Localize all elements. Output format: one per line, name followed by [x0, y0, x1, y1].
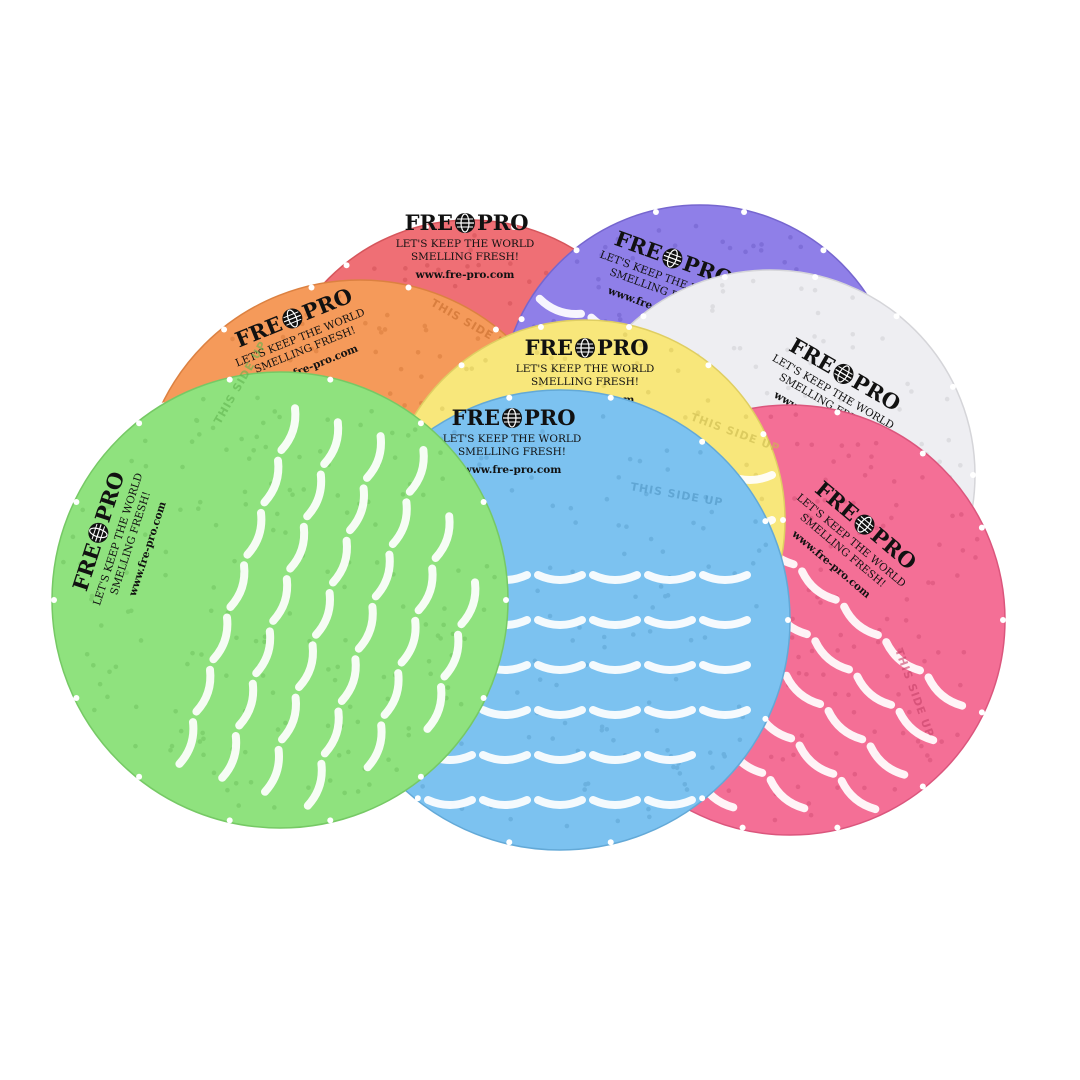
brand-left-text: FRE	[405, 210, 453, 235]
globe-icon	[575, 338, 595, 358]
globe-icon	[502, 408, 522, 428]
brand-right-text: PRO	[524, 405, 576, 430]
globe-icon	[88, 522, 109, 543]
globe-icon	[833, 363, 854, 384]
tagline-line-1: LET'S KEEP THE WORLD	[443, 433, 582, 445]
globe-icon	[282, 308, 303, 329]
brand-right-text: PRO	[597, 335, 649, 360]
rim-notches	[51, 376, 509, 824]
tagline-line-2: SMELLING FRESH!	[458, 446, 566, 458]
website-url: www.fre-pro.com	[462, 464, 562, 476]
tagline-line-2: SMELLING FRESH!	[531, 376, 639, 388]
brand-left-text: FRE	[452, 405, 500, 430]
globe-icon	[455, 213, 475, 233]
tagline-line-2: SMELLING FRESH!	[411, 251, 519, 263]
wave-slots	[175, 404, 480, 810]
brand-right-text: PRO	[477, 210, 529, 235]
tagline-line-1: LET'S KEEP THE WORLD	[396, 238, 535, 250]
globe-icon	[854, 514, 875, 535]
tagline-line-1: LET'S KEEP THE WORLD	[516, 363, 655, 375]
brand-left-text: FRE	[525, 335, 573, 360]
website-url: www.fre-pro.com	[415, 269, 515, 281]
globe-icon	[662, 248, 683, 269]
